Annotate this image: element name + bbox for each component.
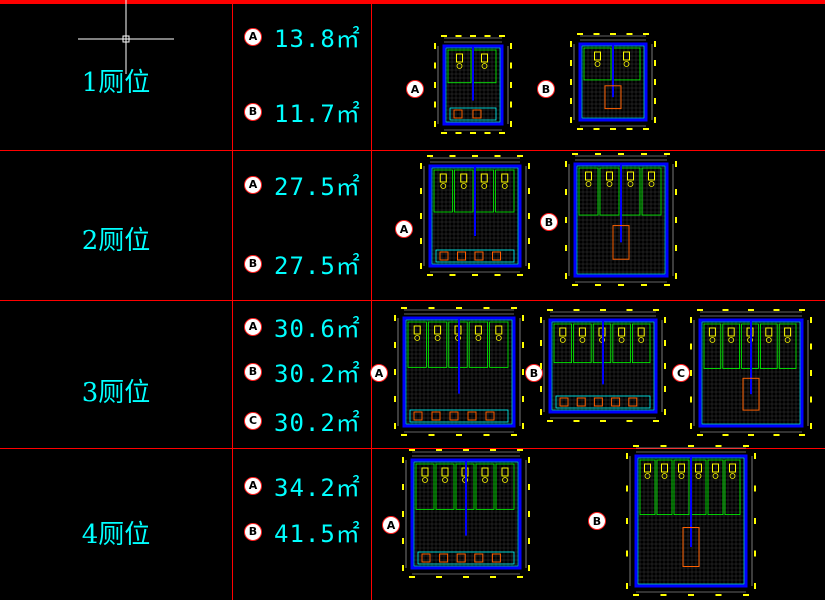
row-label: 1厕位 xyxy=(81,68,151,98)
plan-badge-a: A xyxy=(395,220,413,238)
area-entry-a: A 30.6㎡ xyxy=(244,309,361,344)
area-value: 30.2㎡ xyxy=(274,360,361,388)
floor-plan-1-b xyxy=(570,33,656,130)
plan-badge-c: C xyxy=(672,364,690,382)
area-value: 27.5㎡ xyxy=(274,173,361,201)
floor-plan-3-a xyxy=(394,307,524,436)
plan-badge-b: B xyxy=(525,364,543,382)
floor-plan-2-a xyxy=(420,155,530,276)
area-value: 34.2㎡ xyxy=(274,474,361,502)
plan-badge-a: A xyxy=(382,516,400,534)
badge-a: A xyxy=(244,175,262,194)
top-border xyxy=(0,0,825,4)
plan-badge-a: A xyxy=(406,80,424,98)
plan-badge-a: A xyxy=(370,364,388,382)
floor-plan-2-b xyxy=(565,153,677,286)
row-label: 3厕位 xyxy=(81,378,151,408)
area-entry-a: A 27.5㎡ xyxy=(244,167,361,202)
plan-badge-b: B xyxy=(540,213,558,231)
badge-a: A xyxy=(244,317,262,336)
badge-a: A xyxy=(244,27,262,46)
row-label: 4厕位 xyxy=(81,520,151,550)
floor-plan-3-b xyxy=(540,309,666,422)
area-entry-c: C 30.2㎡ xyxy=(244,403,361,438)
area-value: 11.7㎡ xyxy=(274,100,361,128)
floor-plan-1-a xyxy=(434,35,512,134)
area-entry-b: B 30.2㎡ xyxy=(244,354,361,389)
column-divider-2 xyxy=(371,4,372,600)
row-2-toilet: 2厕位 A 27.5㎡ B 27.5㎡ xyxy=(0,150,825,300)
area-value: 30.2㎡ xyxy=(274,409,361,437)
area-value: 41.5㎡ xyxy=(274,520,361,548)
area-entry-a: A 13.8㎡ xyxy=(244,19,361,54)
area-value: 30.6㎡ xyxy=(274,315,361,343)
cad-crosshair-cursor[interactable] xyxy=(76,0,176,80)
area-value: 13.8㎡ xyxy=(274,25,361,53)
badge-b: B xyxy=(244,522,262,541)
row-3-toilet: 3厕位 A 30.6㎡ B 30.2㎡ C 30.2㎡ xyxy=(0,300,825,448)
row-divider-2 xyxy=(0,300,825,301)
plan-badge-b: B xyxy=(588,512,606,530)
badge-c: C xyxy=(244,411,262,430)
floor-plan-4-b xyxy=(626,445,756,596)
area-entry-b: B 11.7㎡ xyxy=(244,94,361,129)
column-divider-1 xyxy=(232,4,233,600)
row-divider-1 xyxy=(0,150,825,151)
badge-b: B xyxy=(244,362,262,381)
row-1-toilet: 1厕位 A 13.8㎡ B 11.7㎡ xyxy=(0,4,825,150)
row-label: 2厕位 xyxy=(81,226,151,256)
badge-b: B xyxy=(244,102,262,121)
area-entry-b: B 41.5㎡ xyxy=(244,514,361,549)
row-4-toilet: 4厕位 A 34.2㎡ B 41.5㎡ xyxy=(0,448,825,600)
badge-a: A xyxy=(244,476,262,495)
plan-badge-b: B xyxy=(537,80,555,98)
area-value: 27.5㎡ xyxy=(274,252,361,280)
badge-b: B xyxy=(244,254,262,273)
area-entry-a: A 34.2㎡ xyxy=(244,468,361,503)
area-entry-b: B 27.5㎡ xyxy=(244,246,361,281)
row-divider-3 xyxy=(0,448,825,449)
floor-plan-3-c xyxy=(690,309,812,436)
floor-plan-4-a xyxy=(402,449,530,578)
